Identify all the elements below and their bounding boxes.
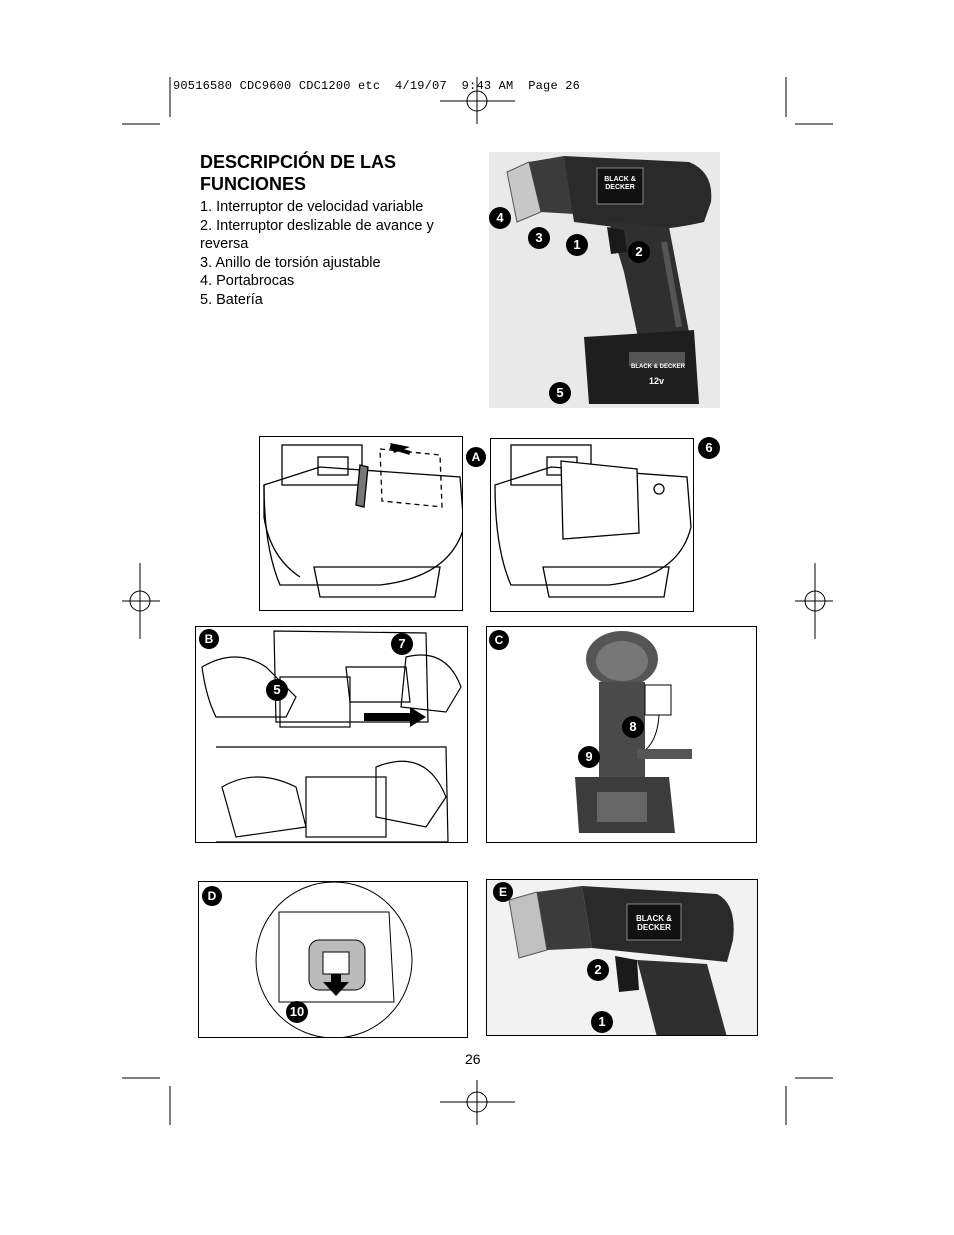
callout-10: 10	[286, 1001, 308, 1023]
list-item: 1. Interruptor de velocidad variable	[200, 199, 424, 215]
callout-2: 2	[628, 241, 650, 263]
figure-a-left-panel	[259, 436, 463, 611]
battery-insert-drawing	[263, 443, 462, 598]
callout-6: 6	[698, 437, 720, 459]
page-number: 26	[465, 1051, 481, 1067]
drill-e-brand-logo: BLACK & DECKER	[636, 914, 672, 932]
callout-2-figure-e: 2	[587, 959, 609, 981]
callout-5-figure-b: 5	[266, 679, 288, 701]
list-item: 5. Batería	[200, 291, 263, 308]
callout-1-figure-e: 1	[591, 1011, 613, 1033]
list-item: 3. Anillo de torsión ajustable	[200, 254, 381, 271]
callout-5: 5	[549, 382, 571, 404]
callout-9: 9	[578, 746, 600, 768]
section-title: DESCRIPCIÓN DE LAS FUNCIONES	[200, 152, 397, 194]
figure-a-label: A	[466, 447, 486, 467]
battery-voltage: 12v	[649, 376, 665, 386]
list-item: 4. Portabrocas	[200, 273, 295, 290]
figure-e-label: E	[493, 882, 513, 902]
feature-list: 1. Interruptor de velocidad variable 2. …	[200, 198, 470, 310]
figure-d-label: D	[202, 886, 222, 906]
drill-brand-logo: BLACK & DECKER	[604, 176, 636, 191]
callout-1: 1	[566, 234, 588, 256]
callout-4: 4	[489, 207, 511, 229]
figure-e-panel: BLACK & DECKER	[486, 879, 758, 1036]
battery-brand-logo: BLACK & DECKER	[631, 364, 685, 370]
figure-a-right-panel	[490, 438, 694, 612]
print-header: 90516580 CDC9600 CDC1200 etc 4/19/07 9:4…	[173, 79, 581, 93]
figure-b-label: B	[199, 629, 219, 649]
hands-battery-drawing	[201, 630, 462, 842]
figure-c-panel	[486, 626, 757, 843]
drill-switch-drawing	[508, 886, 734, 1035]
figure-d-panel	[198, 881, 468, 1038]
callout-8: 8	[622, 716, 644, 738]
figure-c-label: C	[489, 630, 509, 650]
drill-charging-drawing	[575, 631, 692, 833]
drill-drawing	[506, 156, 712, 404]
battery-release-drawing	[255, 882, 413, 1037]
callout-7: 7	[391, 633, 413, 655]
callout-3: 3	[528, 227, 550, 249]
drill-main-illustration: BLACK & DECKER BLACK & DECKER 12v	[489, 152, 720, 408]
figure-b-panel	[195, 626, 468, 843]
list-item: 2. Interruptor deslizable de avance y re…	[200, 217, 434, 253]
battery-installed-drawing	[494, 444, 692, 598]
